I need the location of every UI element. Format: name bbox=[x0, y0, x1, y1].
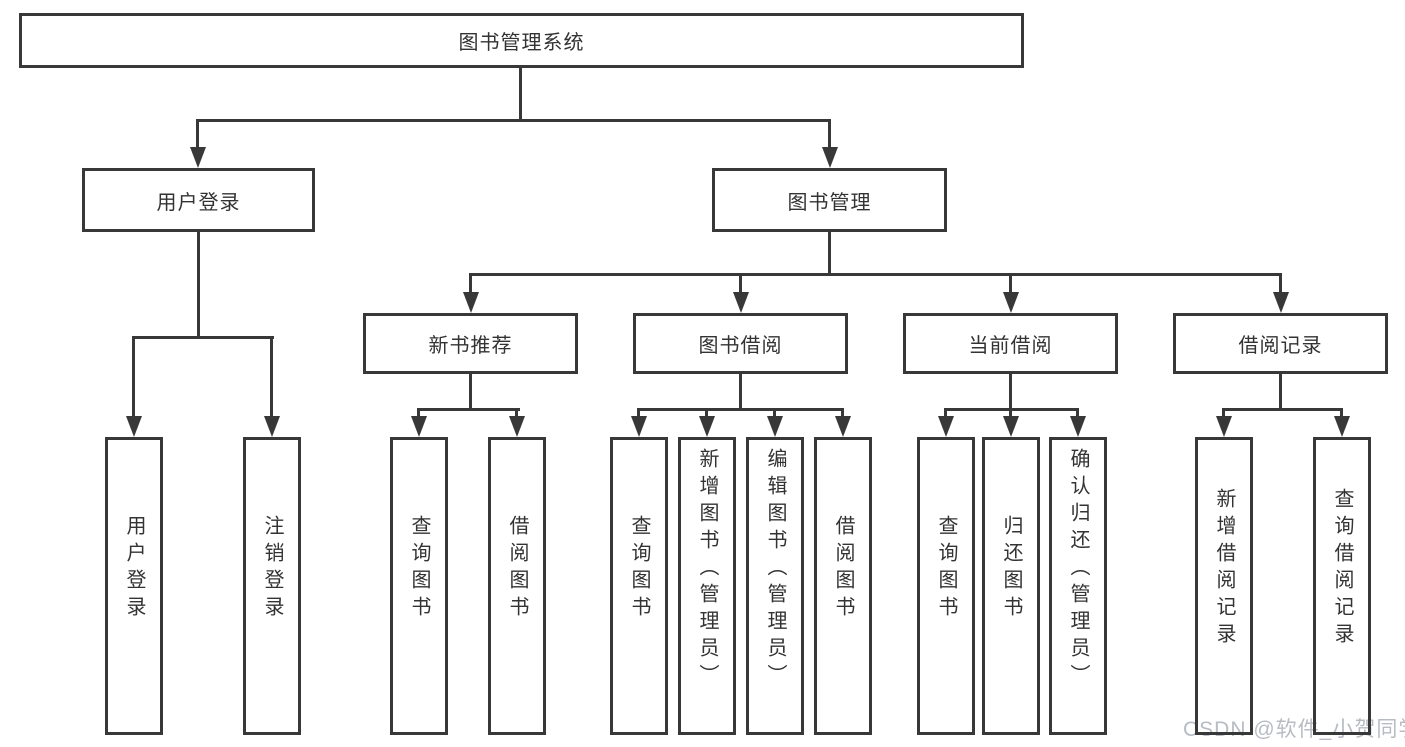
node-new-book-recommendation: 新书推荐 bbox=[363, 313, 578, 374]
connector-root-stub bbox=[519, 68, 522, 119]
connector-stem-borrowing-records bbox=[1279, 273, 1282, 295]
leaf-query-books-current: 查询图书 bbox=[917, 437, 975, 735]
connector-book-borrowing-bar bbox=[637, 408, 844, 411]
arrowhead-query-books-borrow bbox=[631, 416, 647, 437]
connector-stem-query-books-recommend bbox=[417, 408, 420, 420]
arrowhead-edit-books-admin bbox=[767, 416, 783, 437]
arrowhead-return-books bbox=[1003, 416, 1019, 437]
leaf-query-borrow-record: 查询借阅记录 bbox=[1313, 437, 1371, 735]
connector-user-login-stub bbox=[197, 232, 200, 336]
arrowhead-leaf-user-login bbox=[126, 416, 142, 437]
arrowhead-confirm-return-admin bbox=[1070, 416, 1086, 437]
connector-book-borrowing-stub bbox=[739, 374, 742, 408]
leaf-borrow-books: 借阅图书 bbox=[814, 437, 872, 735]
leaf-confirm-return-admin-label: 确认归还（管理员） bbox=[1067, 447, 1089, 691]
leaf-query-books-current-label: 查询图书 bbox=[935, 515, 957, 623]
leaf-query-books-borrow-label: 查询图书 bbox=[628, 515, 650, 623]
leaf-logout-label: 注销登录 bbox=[261, 515, 283, 623]
connector-stem-add-borrow-record bbox=[1222, 408, 1225, 420]
leaf-confirm-return-admin: 确认归还（管理员） bbox=[1049, 437, 1107, 735]
leaf-borrow-books-recommend: 借阅图书 bbox=[488, 437, 546, 735]
arrowhead-new-book-recommendation bbox=[463, 292, 479, 313]
connector-stem-confirm-return-admin bbox=[1076, 408, 1079, 420]
connector-stem-add-books-admin bbox=[705, 408, 708, 420]
arrowhead-add-borrow-record bbox=[1216, 416, 1232, 437]
leaf-user-login: 用户登录 bbox=[105, 437, 163, 735]
connector-book-management-stub bbox=[828, 232, 831, 273]
watermark: CSDN @软件_小贺同学 bbox=[1183, 718, 1405, 741]
connector-stem-leaf-logout bbox=[270, 336, 273, 418]
leaf-borrow-books-label: 借阅图书 bbox=[832, 515, 854, 623]
arrowhead-current-borrowing bbox=[1003, 292, 1019, 313]
leaf-query-books-recommend-label: 查询图书 bbox=[408, 515, 430, 623]
leaf-return-books: 归还图书 bbox=[982, 437, 1040, 735]
connector-stem-return-books bbox=[1009, 408, 1012, 420]
leaf-query-books-recommend: 查询图书 bbox=[390, 437, 448, 735]
leaf-user-login-label: 用户登录 bbox=[123, 515, 145, 623]
connector-user-login-bar bbox=[132, 336, 274, 339]
connector-stem-query-books-current bbox=[944, 408, 947, 420]
arrowhead-query-borrow-record bbox=[1334, 416, 1350, 437]
connector-stem-new-book-recommendation bbox=[469, 273, 472, 295]
leaf-edit-books-admin: 编辑图书（管理员） bbox=[746, 437, 804, 735]
connector-stem-user-login bbox=[196, 119, 199, 149]
connector-stem-book-borrowing bbox=[739, 273, 742, 295]
connector-stem-query-books-borrow bbox=[637, 408, 640, 420]
node-current-borrowing: 当前借阅 bbox=[903, 313, 1118, 374]
arrowhead-leaf-logout bbox=[264, 416, 280, 437]
connector-stem-borrow-books-recommend bbox=[515, 408, 518, 420]
arrowhead-query-books-recommend bbox=[411, 416, 427, 437]
node-library-management-system: 图书管理系统 bbox=[19, 13, 1024, 68]
arrowhead-borrow-books bbox=[835, 416, 851, 437]
node-book-management: 图书管理 bbox=[712, 168, 947, 232]
connector-stem-book-management bbox=[828, 119, 831, 149]
arrowhead-query-books-current bbox=[938, 416, 954, 437]
connector-new-book-recommendation-bar bbox=[417, 408, 520, 411]
arrowhead-add-books-admin bbox=[699, 416, 715, 437]
connector-stem-borrow-books bbox=[841, 408, 844, 420]
node-user-login: 用户登录 bbox=[82, 168, 315, 232]
connector-stem-leaf-user-login bbox=[132, 336, 135, 418]
leaf-add-borrow-record: 新增借阅记录 bbox=[1195, 437, 1253, 735]
connector-new-book-recommendation-stub bbox=[469, 374, 472, 408]
leaf-query-books-borrow: 查询图书 bbox=[610, 437, 668, 735]
arrowhead-user-login bbox=[190, 147, 206, 168]
leaf-add-borrow-record-label: 新增借阅记录 bbox=[1213, 488, 1235, 650]
leaf-borrow-books-recommend-label: 借阅图书 bbox=[506, 515, 528, 623]
connector-stem-current-borrowing bbox=[1009, 273, 1012, 295]
connector-stem-edit-books-admin bbox=[773, 408, 776, 420]
node-borrowing-records: 借阅记录 bbox=[1173, 313, 1388, 374]
connector-current-borrowing-stub bbox=[1009, 374, 1012, 408]
leaf-add-books-admin: 新增图书（管理员） bbox=[678, 437, 736, 735]
connector-borrowing-records-stub bbox=[1279, 374, 1282, 408]
leaf-edit-books-admin-label: 编辑图书（管理员） bbox=[764, 447, 786, 691]
arrowhead-book-management bbox=[822, 147, 838, 168]
leaf-query-borrow-record-label: 查询借阅记录 bbox=[1331, 488, 1353, 650]
connector-borrowing-records-bar bbox=[1222, 408, 1343, 411]
leaf-logout: 注销登录 bbox=[243, 437, 301, 735]
arrowhead-borrow-books-recommend bbox=[509, 416, 525, 437]
connector-stem-query-borrow-record bbox=[1340, 408, 1343, 420]
node-book-borrowing: 图书借阅 bbox=[633, 313, 848, 374]
arrowhead-borrowing-records bbox=[1273, 292, 1289, 313]
arrowhead-book-borrowing bbox=[733, 292, 749, 313]
connector-book-management-bar bbox=[469, 273, 1282, 276]
leaf-return-books-label: 归还图书 bbox=[1000, 515, 1022, 623]
connector-root-bar bbox=[197, 119, 831, 122]
leaf-add-books-admin-label: 新增图书（管理员） bbox=[696, 447, 718, 691]
